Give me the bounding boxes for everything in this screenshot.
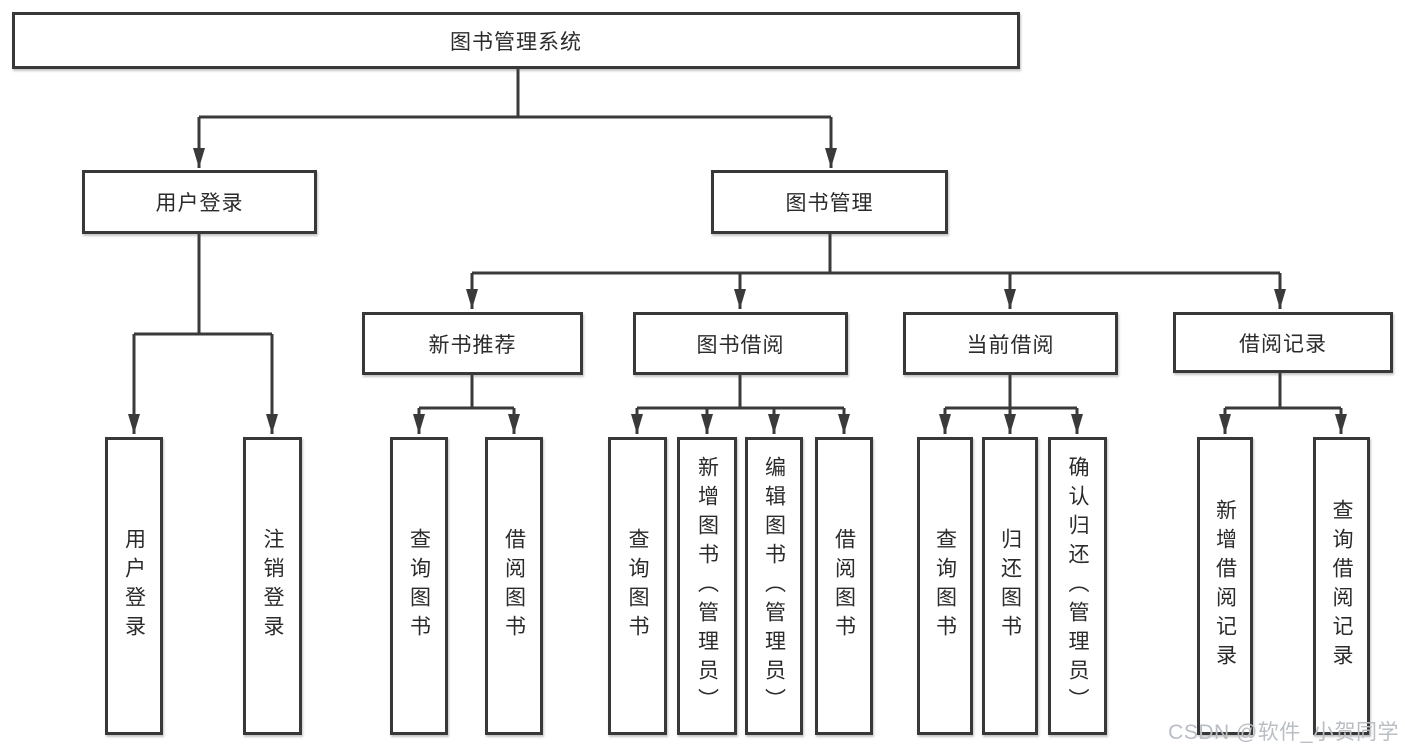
node-label: 新增图书（管理员） (695, 455, 719, 717)
leaf-add-books-admin: 新增图书（管理员） (677, 437, 737, 735)
node-label: 用户登录 (122, 528, 146, 644)
leaf-confirm-return-admin: 确认归还（管理员） (1048, 437, 1107, 735)
node-label: 查询图书 (933, 528, 957, 644)
node-book-borrow: 图书借阅 (633, 312, 848, 375)
leaf-query-books-borrow: 查询图书 (608, 437, 667, 735)
node-label: 注销登录 (261, 528, 284, 644)
node-book-management: 图书管理 (711, 170, 948, 234)
node-label: 借阅图书 (502, 528, 526, 644)
node-borrow-records: 借阅记录 (1173, 312, 1393, 373)
node-label: 编辑图书（管理员） (762, 455, 786, 717)
leaf-edit-books-admin: 编辑图书（管理员） (745, 437, 803, 735)
node-label: 图书管理 (785, 192, 874, 215)
node-label: 图书管理系统 (450, 30, 582, 54)
node-label: 确认归还（管理员） (1066, 455, 1089, 717)
connector-trunks (134, 68, 1341, 410)
node-label: 借阅图书 (832, 528, 856, 644)
node-root-library-system: 图书管理系统 (12, 12, 1020, 69)
node-label: 当前借阅 (966, 333, 1055, 357)
node-label: 查询借阅记录 (1330, 499, 1353, 673)
leaf-return-books: 归还图书 (982, 437, 1038, 735)
node-new-book-recommend: 新书推荐 (362, 312, 583, 375)
node-user-login: 用户登录 (82, 170, 317, 234)
node-label: 归还图书 (998, 528, 1022, 644)
leaf-user-login: 用户登录 (105, 437, 163, 735)
node-label: 用户登录 (155, 192, 244, 215)
node-label: 图书借阅 (696, 333, 785, 357)
leaf-add-borrow-record: 新增借阅记录 (1197, 437, 1253, 735)
watermark-text: CSDN @软件_小贺同学 (1168, 721, 1399, 744)
leaf-borrow-books-recommend: 借阅图书 (485, 437, 543, 735)
leaf-logout: 注销登录 (243, 437, 302, 735)
leaf-borrow-books: 借阅图书 (815, 437, 873, 735)
node-label: 借阅记录 (1239, 332, 1327, 356)
leaf-query-books-current: 查询图书 (917, 437, 973, 735)
node-label: 查询图书 (626, 528, 649, 644)
leaf-query-borrow-record: 查询借阅记录 (1313, 437, 1370, 735)
node-label: 查询图书 (407, 528, 431, 644)
leaf-query-books-recommend: 查询图书 (390, 437, 448, 735)
node-current-borrow: 当前借阅 (903, 312, 1118, 375)
node-label: 新书推荐 (428, 333, 517, 357)
node-label: 新增借阅记录 (1213, 499, 1237, 673)
